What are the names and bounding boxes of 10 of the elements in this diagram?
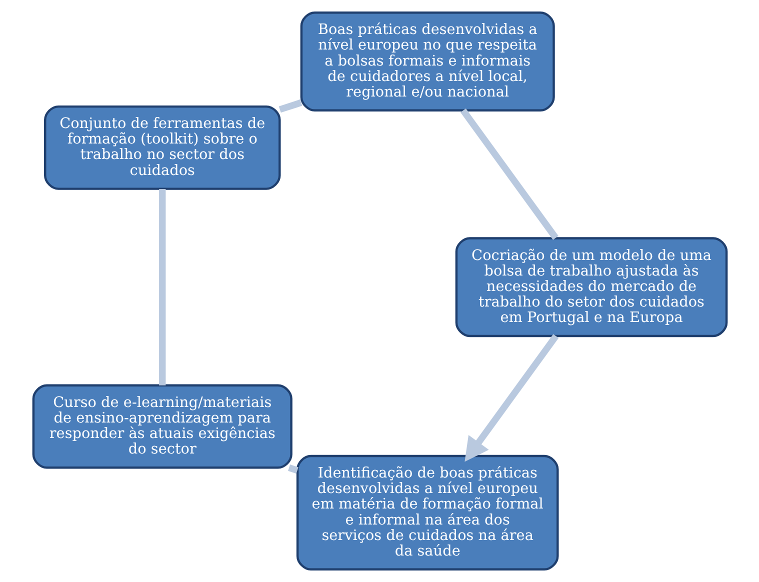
node-box: Cocriação de um modelo de uma bolsa de trabalho ajustada às necessidades do mercado de trabalho do setor dos cuidados em Portugal e na Europa [454, 237, 728, 338]
arrow [464, 334, 558, 462]
node-box: Curso de e-learning/materiais de ensino-aprendizagem para responder às atuais exigências do sector [32, 384, 292, 469]
connector [288, 464, 298, 474]
node-box: Boas práticas desenvolvidas a nível europeu no que respeita a bolsas formais e informais de cuidadores a nível local, regional e/ou nacional [300, 11, 554, 112]
connector [460, 108, 558, 240]
connector [158, 189, 166, 386]
node-box: Identificação de boas práticas desenvolvidas a nível europeu em matéria de formação formal e informal na área dos serviços de cuidados na área da saúde [296, 454, 558, 571]
node-box: Conjunto de ferramentas de formação (toolkit) sobre o trabalho no sector dos cuidados [44, 105, 280, 190]
connector [278, 99, 302, 113]
